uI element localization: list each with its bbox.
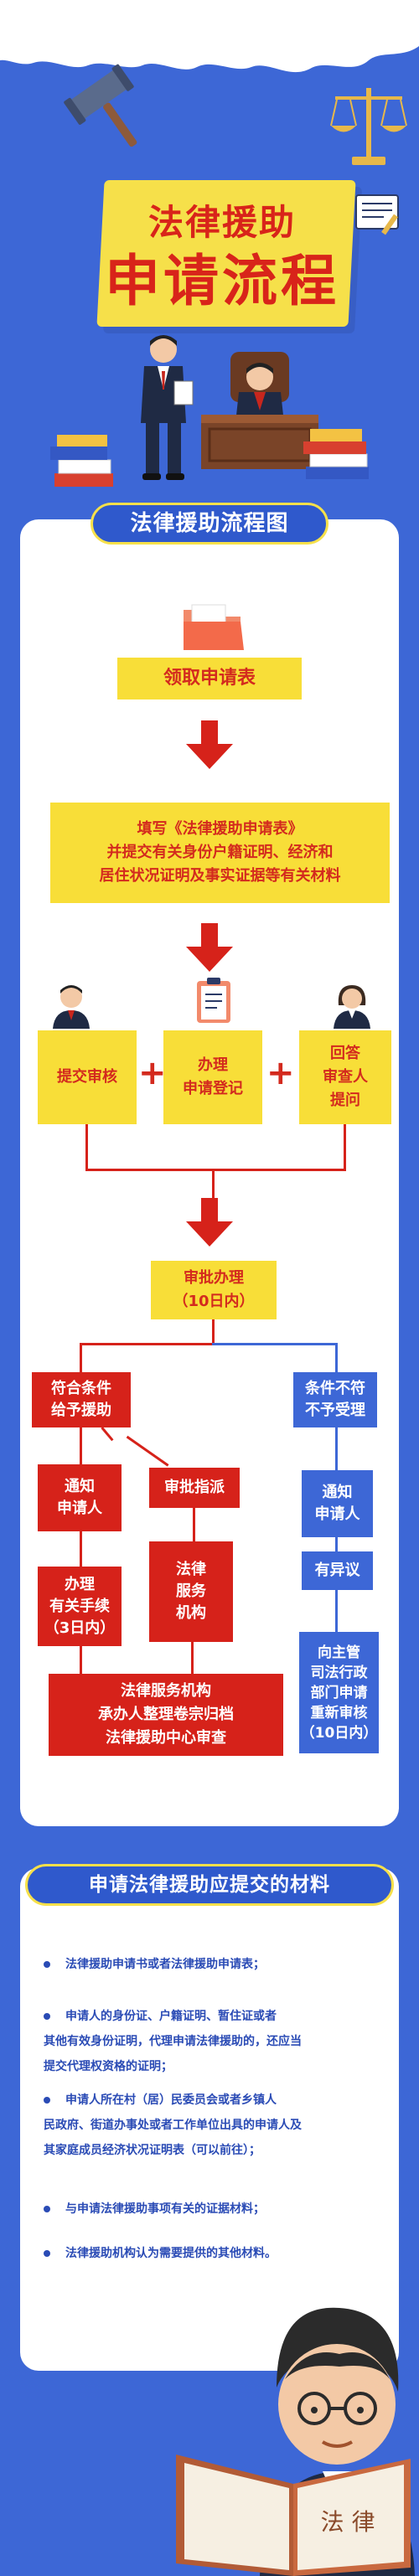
applicant-avatar-icon [53, 985, 90, 1029]
bullet-icon [44, 2097, 50, 2104]
step-get-form: 领取申请表 [117, 658, 302, 699]
final-line1: 法律服务机构 [121, 1682, 211, 1700]
plus-icon: + [138, 1054, 167, 1092]
step-register: 办理 申请登记 [163, 1030, 262, 1124]
re-review-box: 向主管 司法行政 部门申请 重新审核 （10日内） [299, 1632, 379, 1753]
bullet-icon [44, 2013, 50, 2020]
org-line1: 法律 [176, 1561, 206, 1578]
procedures-line1: 办理 [65, 1575, 95, 1593]
plus-icon: + [266, 1054, 295, 1092]
step-fill-line3: 居住状况证明及事实证据等有关材料 [99, 867, 341, 885]
final-archive-box: 法律服务机构 承办人整理卷宗归档 法律援助中心审查 [49, 1674, 283, 1756]
bullet-icon [44, 1961, 50, 1968]
step-approve-line2: （10日内） [173, 1293, 255, 1310]
connector-line [212, 1343, 338, 1345]
org-line3: 机构 [176, 1604, 206, 1622]
connector-line [335, 1537, 338, 1551]
connector-line [335, 1590, 338, 1632]
connector-line [335, 1343, 338, 1372]
meet-line2: 给予援助 [51, 1402, 111, 1419]
flowchart-banner: 法律援助流程图 [91, 503, 328, 545]
connector-line [80, 1343, 82, 1372]
review-line1: 向主管 [317, 1644, 360, 1661]
arrow-down-icon [186, 1198, 233, 1247]
final-line2: 承办人整理卷宗归档 [98, 1706, 234, 1723]
books-icon [303, 429, 369, 479]
step-fill-form: 填写《法律援助申请表》 并提交有关身份户籍证明、经济和 居住状况证明及事实证据等… [50, 803, 390, 903]
final-line3: 法律援助中心审查 [106, 1729, 226, 1747]
materials-banner: 申请法律援助应提交的材料 [25, 1864, 394, 1906]
folder-icon [184, 604, 244, 650]
step-answer-questions: 回答 审查人 提问 [299, 1030, 391, 1124]
notify-applicant-right-box: 通知 申请人 [302, 1470, 373, 1537]
lawyer-figure [141, 335, 194, 480]
review-line4: 重新审核 [310, 1704, 368, 1722]
materials-panel [20, 1868, 399, 2371]
not-meet-line1: 条件不符 [305, 1380, 365, 1397]
material-item: 申请人的身份证、户籍证明、暂住证或者 其他有效身份证明，代理申请法律援助的，还应… [44, 2010, 302, 2073]
connector-line [80, 1343, 214, 1345]
book-text: 法 律 [321, 2508, 375, 2536]
step-approve: 审批办理 （10日内） [151, 1261, 277, 1319]
connector-line [85, 1169, 346, 1171]
clipboard-icon [197, 978, 230, 1023]
connector-line [80, 1646, 82, 1674]
scale-icon [330, 88, 407, 165]
connector-line [80, 1427, 82, 1464]
material-item: 与申请法律援助事项有关的证据材料； [44, 2197, 379, 2222]
gavel-icon [64, 64, 137, 147]
connector-line [85, 1124, 88, 1170]
review-line2: 司法行政 [310, 1664, 368, 1681]
document-icon [355, 194, 399, 235]
notify-left-line1: 通知 [65, 1478, 95, 1495]
approve-assign-box: 审批指派 [149, 1468, 240, 1508]
page-title-line1: 法律援助 [147, 202, 296, 243]
step-answer-line2: 审查人 [323, 1068, 368, 1086]
step-submit-review: 提交审核 [38, 1030, 137, 1124]
arrow-down-icon [186, 923, 233, 972]
page-title-line2: 申请流程 [105, 249, 339, 313]
connector-line [344, 1124, 346, 1170]
step-answer-line1: 回答 [330, 1045, 360, 1062]
connector-line [335, 1427, 338, 1470]
step-answer-line3: 提问 [330, 1092, 360, 1109]
reviewer-avatar-icon [334, 985, 370, 1029]
meets-conditions-box: 符合条件 给予援助 [32, 1372, 131, 1427]
connector-line [80, 1531, 82, 1567]
connector-line [212, 1319, 215, 1345]
review-line5: （10日内） [300, 1724, 378, 1742]
material-item: 申请人所在村（居）民委员会或者乡镇人 民政府、街道办事处或者工作单位出具的申请人… [44, 2093, 302, 2157]
procedures-line2: 有关手续 [49, 1597, 110, 1615]
notify-right-line2: 申请人 [314, 1505, 360, 1523]
arrow-down-icon [186, 720, 233, 769]
notify-right-line1: 通知 [322, 1484, 353, 1501]
connector-line [193, 1508, 195, 1541]
material-item: 法律援助申请书或者法律援助申请表； [44, 1952, 379, 1977]
material-item: 法律援助机构认为需要提供的其他材料。 [44, 2241, 379, 2266]
books-icon [50, 435, 113, 487]
step-register-line2: 申请登记 [183, 1080, 243, 1097]
objection-box: 有异议 [302, 1551, 373, 1590]
handle-procedures-box: 办理 有关手续 （3日内） [38, 1567, 122, 1646]
org-line2: 服务 [176, 1582, 206, 1600]
review-line3: 部门申请 [310, 1684, 368, 1701]
bullet-icon [44, 2250, 50, 2257]
reader-with-book-figure: 法 律 [176, 2307, 415, 2576]
step-fill-line1: 填写《法律援助申请表》 [137, 820, 303, 838]
cloud-decoration [0, 0, 419, 73]
not-meet-conditions-box: 条件不符 不予受理 [293, 1372, 377, 1427]
judge-figure [201, 352, 318, 469]
not-meet-line2: 不予受理 [305, 1402, 365, 1419]
step-fill-line2: 并提交有关身份户籍证明、经济和 [106, 844, 334, 861]
connector-line [191, 1642, 194, 1674]
notify-applicant-box: 通知 申请人 [38, 1464, 122, 1531]
legal-service-org-box: 法律 服务 机构 [149, 1541, 233, 1642]
step-approve-line1: 审批办理 [184, 1269, 244, 1287]
notify-left-line2: 申请人 [57, 1500, 102, 1517]
bullet-icon [44, 2206, 50, 2212]
procedures-line3: （3日内） [44, 1618, 116, 1637]
step-register-line1: 办理 [198, 1056, 228, 1074]
connector-line [212, 1169, 215, 1202]
meet-line1: 符合条件 [51, 1380, 111, 1397]
